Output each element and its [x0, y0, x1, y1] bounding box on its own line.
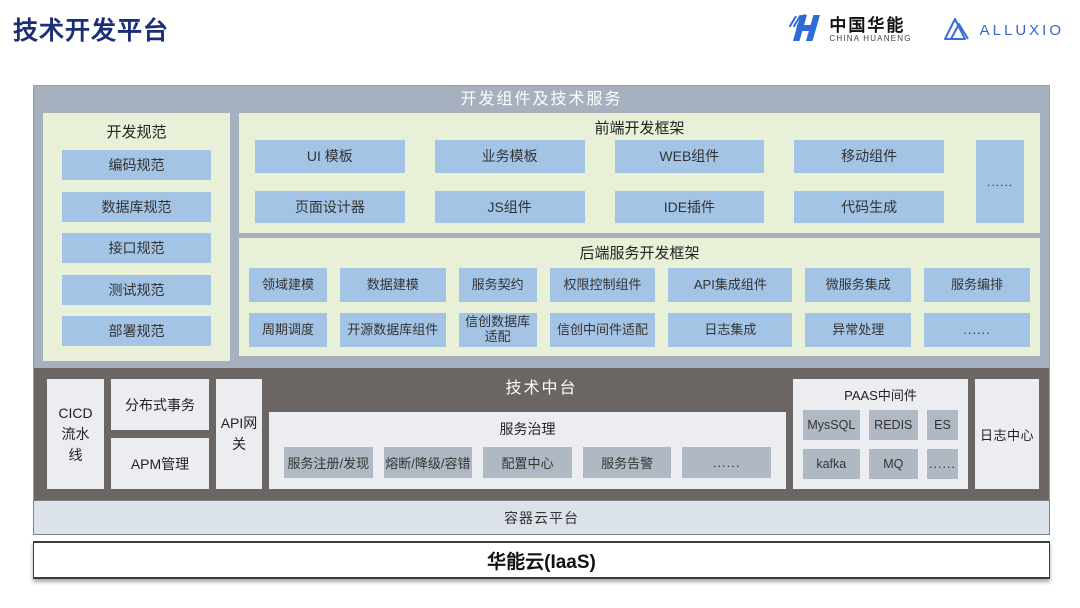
service-governance-panel: 服务治理 服务注册/发现 熔断/降级/容错 配置中心 服务告警 ...... — [269, 412, 786, 489]
service-governance-item: 配置中心 — [483, 447, 572, 478]
architecture-diagram: 开发组件及技术服务 开发规范 编码规范 数据库规范 接口规范 测试规范 部署规范… — [33, 85, 1050, 535]
backend-more-item: ...... — [924, 313, 1030, 347]
backend-framework-panel: 后端服务开发框架 领域建模 数据建模 服务契约 权限控制组件 API集成组件 微… — [239, 238, 1040, 356]
service-governance-item: 服务注册/发现 — [284, 447, 373, 478]
backend-framework-title: 后端服务开发框架 — [579, 245, 700, 262]
distributed-transaction-box: 分布式事务 — [111, 379, 209, 430]
paas-item: ES — [926, 410, 958, 440]
service-governance-item: 服务告警 — [582, 447, 672, 478]
frontend-item: 代码生成 — [794, 190, 944, 223]
backend-item: 信创数据库适配 — [458, 313, 537, 347]
huaneng-logo-en: CHINA HUANENG — [829, 34, 912, 44]
dev-spec-item: 部署规范 — [62, 316, 211, 346]
frontend-item: 移动组件 — [794, 140, 944, 173]
backend-item: 微服务集成 — [805, 268, 912, 302]
frontend-item: IDE插件 — [614, 190, 765, 223]
log-center-box: 日志中心 — [975, 379, 1039, 489]
huaneng-logo-cn: 中国华能 — [829, 15, 906, 35]
frontend-framework-title: 前端开发框架 — [594, 120, 685, 137]
page-title: 技术开发平台 — [13, 17, 170, 45]
backend-item: 服务编排 — [924, 268, 1030, 302]
frontend-item: WEB组件 — [614, 140, 765, 173]
paas-item: kafka — [803, 449, 860, 479]
service-governance-item: 熔断/降级/容错 — [383, 447, 473, 478]
backend-item: 数据建模 — [339, 268, 446, 302]
frontend-item: 业务模板 — [434, 140, 585, 173]
tech-middle-platform-title: 技术中台 — [505, 380, 578, 397]
dev-spec-item: 编码规范 — [62, 150, 211, 180]
frontend-item: 页面设计器 — [255, 190, 405, 223]
paas-more-item: ...... — [926, 449, 958, 479]
dev-spec-item: 接口规范 — [62, 233, 211, 263]
backend-item: 信创中间件适配 — [549, 313, 656, 347]
api-gateway-box: API网关 — [216, 379, 262, 489]
frontend-more-item: ...... — [976, 140, 1024, 223]
alluxio-logo-icon — [942, 15, 972, 47]
dev-specs-title: 开发规范 — [106, 124, 167, 141]
backend-item: 开源数据库组件 — [339, 313, 446, 347]
paas-item: MysSQL — [803, 410, 860, 440]
service-governance-title: 服务治理 — [499, 421, 556, 437]
backend-item: 日志集成 — [668, 313, 793, 347]
backend-item: 服务契约 — [458, 268, 537, 302]
paas-item: MQ — [868, 449, 918, 479]
container-cloud-platform-bar: 容器云平台 — [33, 500, 1050, 535]
frontend-item: JS组件 — [434, 190, 585, 223]
backend-item: 领域建模 — [249, 268, 327, 302]
dev-services-title: 开发组件及技术服务 — [460, 91, 623, 108]
service-governance-more-item: ...... — [682, 447, 771, 478]
huaneng-logo: 中国华能 CHINA HUANENG — [786, 13, 911, 48]
dev-spec-item: 测试规范 — [62, 274, 211, 305]
tech-middle-platform-section: 技术中台 CICD 流水线 分布式事务 APM管理 API网关 服务治理 服务注… — [33, 368, 1050, 500]
cicd-pipeline-box: CICD 流水线 — [47, 379, 104, 489]
header-logos: 中国华能 CHINA HUANENG ALLUXIO — [786, 13, 1064, 48]
paas-item: REDIS — [868, 410, 918, 440]
apm-management-box: APM管理 — [111, 438, 209, 489]
frontend-framework-panel: 前端开发框架 UI 模板 业务模板 WEB组件 移动组件 页面设计器 JS组件 … — [239, 113, 1040, 233]
paas-middleware-panel: PAAS中间件 MysSQL REDIS ES kafka MQ ...... — [793, 379, 968, 489]
backend-item: 异常处理 — [805, 313, 912, 347]
alluxio-logo: ALLUXIO — [942, 15, 1064, 47]
dev-spec-item: 数据库规范 — [62, 191, 211, 222]
dev-specs-panel: 开发规范 编码规范 数据库规范 接口规范 测试规范 部署规范 — [43, 113, 230, 361]
backend-item: API集成组件 — [668, 268, 793, 302]
huaneng-logo-icon — [786, 13, 822, 48]
backend-item: 权限控制组件 — [549, 268, 656, 302]
frontend-item: UI 模板 — [255, 140, 405, 173]
paas-middleware-title: PAAS中间件 — [844, 388, 917, 403]
alluxio-logo-text: ALLUXIO — [979, 22, 1064, 39]
iaas-bar: 华能云(IaaS) — [33, 541, 1050, 579]
backend-item: 周期调度 — [249, 313, 327, 347]
dev-services-section: 开发组件及技术服务 开发规范 编码规范 数据库规范 接口规范 测试规范 部署规范… — [33, 85, 1050, 368]
